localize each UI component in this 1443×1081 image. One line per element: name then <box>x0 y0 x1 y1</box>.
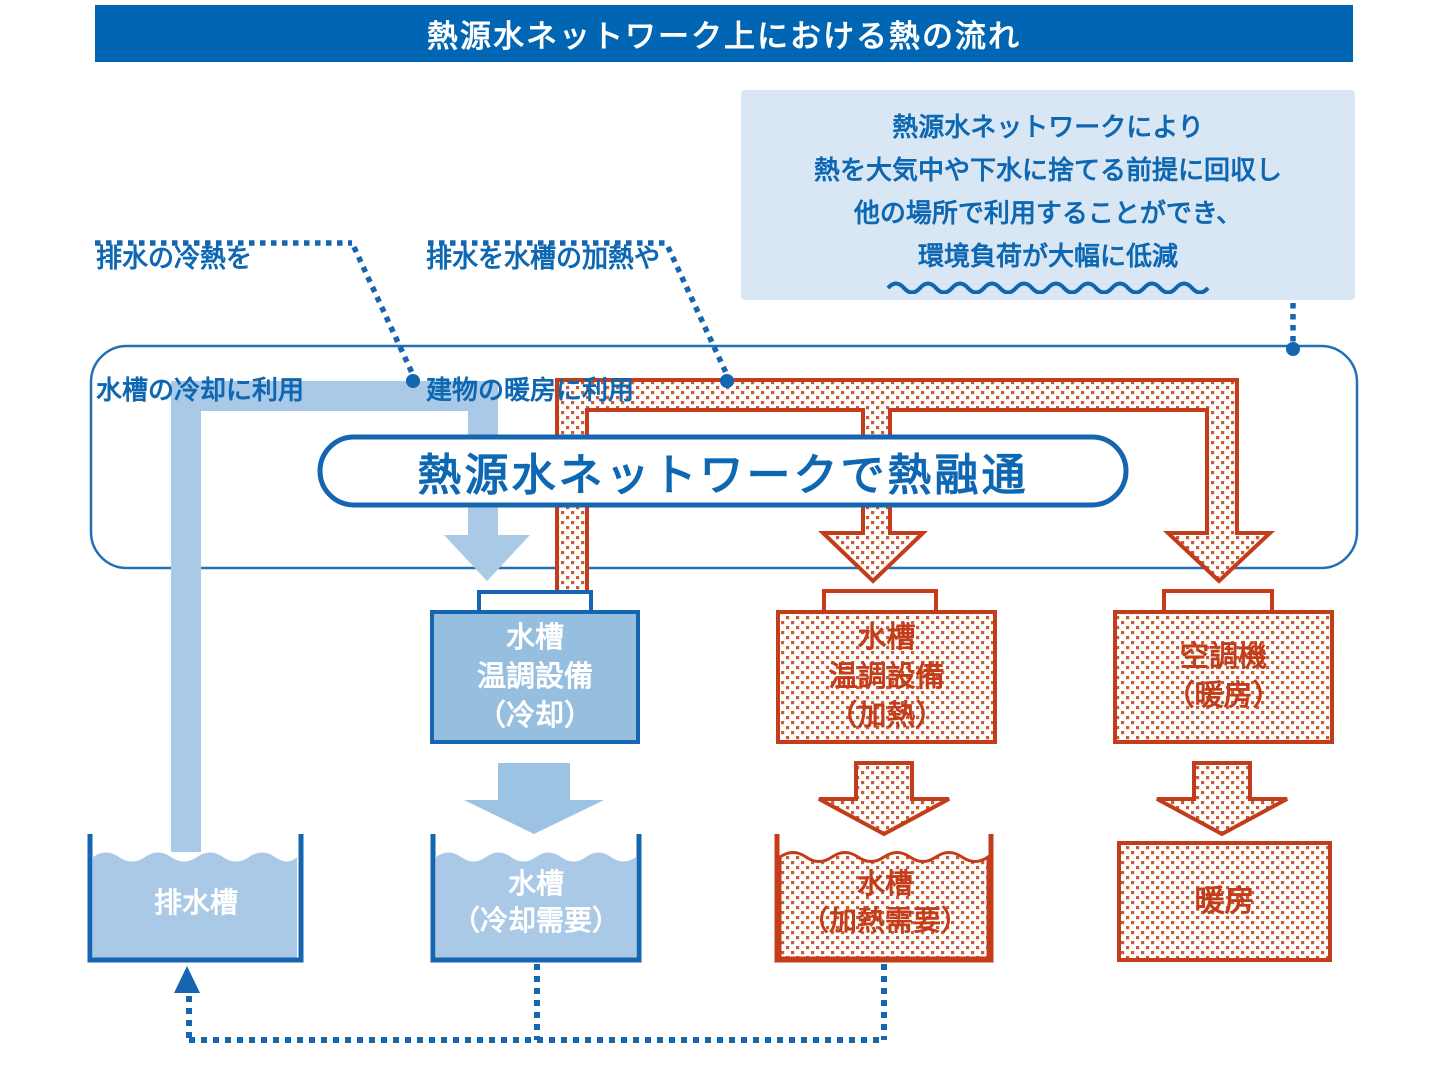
hvac-flow-arrow <box>1156 761 1288 837</box>
page-title: 熱源水ネットワーク上における熱の流れ <box>95 5 1353 62</box>
label-line: 水槽 <box>505 621 564 654</box>
return-dotted-lines <box>186 964 887 1043</box>
label-line: （暖房） <box>1165 680 1282 712</box>
label-line: 水槽 <box>856 868 913 899</box>
leader-dot-info <box>1286 342 1300 356</box>
cold-water-pipe <box>171 381 530 852</box>
cooling-flow-arrow <box>464 763 604 834</box>
room-heating-box <box>1117 841 1332 962</box>
heating-flow-arrow <box>818 761 950 837</box>
label-line: （加熱） <box>828 699 945 732</box>
heating-demand-tank-label: 水槽 （加熱需要） <box>777 846 993 958</box>
network-pill-label: 熱源水ネットワークで熱融通 <box>417 451 1029 500</box>
label-line: 水槽 <box>507 868 564 899</box>
leader-dot-left <box>406 374 420 388</box>
label-line: 暖房 <box>1194 884 1255 918</box>
annotation-line: 排水を水槽の加熱や <box>426 243 661 273</box>
hvac-box <box>1113 610 1334 744</box>
leader-dot-middle <box>720 374 734 388</box>
drain-tank-walls <box>87 834 304 963</box>
label-line: 水槽 <box>857 621 916 654</box>
info-line: 環境負荷が大幅に低減 <box>917 241 1178 271</box>
cooling-equipment-box <box>430 610 640 744</box>
hvac-label: 空調機 （暖房） <box>1115 612 1332 742</box>
info-line: 熱源水ネットワークにより <box>892 112 1204 142</box>
heating-equipment-box <box>776 610 997 744</box>
label-line: 温調設備 <box>828 660 945 693</box>
annotation-heat-use: 排水を水槽の加熱や 建物の暖房に利用 <box>426 148 660 500</box>
network-boundary <box>89 344 1359 570</box>
network-pill-shape <box>317 434 1129 508</box>
heating-tank-walls <box>774 834 994 963</box>
label-line: （冷却） <box>476 699 593 732</box>
annotation-line: 排水の冷熱を <box>96 243 253 273</box>
label-line: （加熱需要） <box>800 905 969 936</box>
cooling-equipment-label: 水槽 温調設備 （冷却） <box>432 612 638 742</box>
drain-tank-label: 排水槽 <box>90 846 302 958</box>
annotation-line: 水槽の冷却に利用 <box>96 375 305 405</box>
room-heating-label: 暖房 <box>1117 841 1332 961</box>
return-arrow-up-icon <box>174 966 200 993</box>
cooling-tank-walls <box>430 834 642 963</box>
cooling-demand-tank-label: 水槽 （冷却需要） <box>433 846 639 958</box>
info-line: 熱を大気中や下水に捨てる前提に回収し <box>813 155 1282 185</box>
label-line: （冷却需要） <box>451 905 620 936</box>
label-line: 温調設備 <box>476 660 593 693</box>
cooling-tank-water <box>436 852 636 958</box>
annotation-cold-use: 排水の冷熱を 水槽の冷却に利用 <box>96 148 304 500</box>
heat-recovery-pipe <box>555 378 1276 595</box>
info-box: 熱源水ネットワークにより 熱を大気中や下水に捨てる前提に回収し 他の場所で利用す… <box>741 90 1355 300</box>
heating-equipment-label: 水槽 温調設備 （加熱） <box>778 612 995 742</box>
annotation-line: 建物の暖房に利用 <box>426 375 635 405</box>
drain-tank-water <box>93 852 297 958</box>
dotted-leader-lines <box>95 240 1296 377</box>
wavy-underline-icon <box>886 281 1210 294</box>
label-line: 排水槽 <box>153 886 238 918</box>
info-line: 他の場所で利用することができ、 <box>853 198 1243 228</box>
heating-tank-water <box>778 851 990 960</box>
label-line: 空調機 <box>1179 641 1267 673</box>
